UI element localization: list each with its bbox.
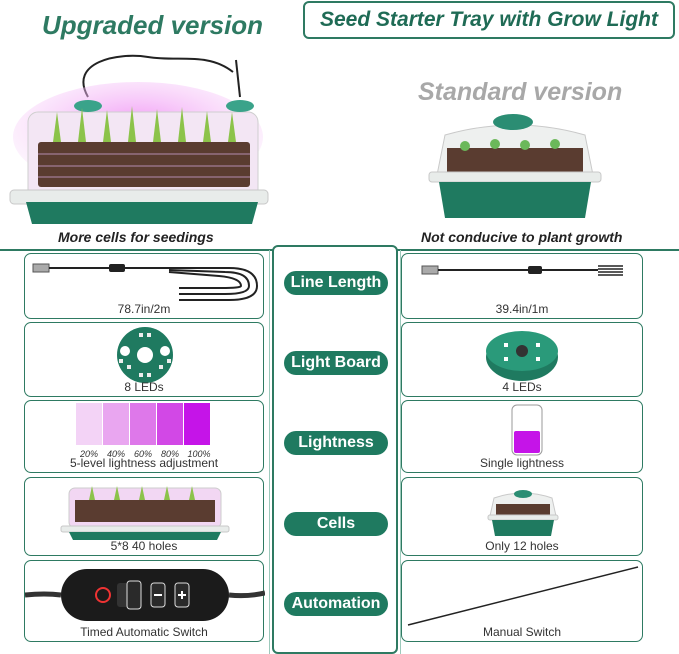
tray-40-cells-icon — [60, 486, 230, 540]
lightness-swatch-20 — [76, 403, 102, 445]
feature-column: Line Length Light Board Lightness Cells … — [272, 245, 398, 654]
standard-caption: Not conducive to plant growth — [421, 229, 623, 245]
right-column-divider — [400, 250, 401, 654]
single-lightness-swatch — [511, 404, 543, 456]
standard-light-board-card: 4 LEDs — [401, 322, 643, 397]
upgraded-lightness-card: 20% 40% 60% 80% 100% 5-level lightness a… — [24, 400, 264, 473]
upgraded-version-title: Upgraded version — [42, 10, 264, 40]
feature-cells: Cells — [284, 512, 388, 536]
upgraded-light-board-card: 8 LEDs — [24, 322, 264, 397]
led-board-8-icon — [117, 327, 173, 383]
feature-automation: Automation — [284, 592, 388, 616]
upgraded-line-length-card: 78.7in/2m — [24, 253, 264, 319]
upgraded-line-length-label: 78.7in/2m — [117, 302, 171, 316]
lightness-swatch-40 — [103, 403, 129, 445]
upgraded-cells-card: 5*8 40 holes — [24, 477, 264, 556]
lightness-swatch-80 — [157, 403, 183, 445]
upgraded-caption: More cells for seedings — [58, 229, 214, 245]
upgraded-automation-card: Timed Automatic Switch — [24, 560, 265, 642]
standard-version-title: Standard version — [418, 78, 623, 106]
standard-lightness-card: Single lightness — [401, 400, 643, 473]
led-board-4-icon — [486, 331, 558, 381]
lightness-level-100: 100% — [187, 449, 211, 459]
feature-light-board: Light Board — [284, 351, 388, 375]
tray-12-cells-icon — [487, 490, 559, 536]
manual-switch-icon — [407, 566, 639, 626]
upgraded-tray-image — [9, 54, 269, 224]
product-banner: Seed Starter Tray with Grow Light — [303, 1, 675, 39]
cable-icon — [32, 263, 259, 301]
standard-cells-card: Only 12 holes — [401, 477, 643, 556]
standard-line-length-label: 39.4in/1m — [495, 302, 549, 316]
lightness-swatches: 20% 40% 60% 80% 100% — [76, 403, 216, 461]
upgraded-lightness-label: 5-level lightness adjustment — [69, 456, 219, 470]
cable-short-icon — [421, 265, 623, 276]
standard-tray-image — [428, 114, 602, 218]
standard-automation-label: Manual Switch — [482, 625, 562, 639]
upgraded-light-board-label: 8 LEDs — [124, 380, 164, 394]
timer-controller-icon — [25, 569, 265, 621]
banner-title: Seed Starter Tray with Grow Light — [319, 8, 658, 31]
upgraded-automation-label: Timed Automatic Switch — [80, 625, 208, 639]
upgraded-cells-label: 5*8 40 holes — [110, 539, 178, 553]
lightness-level-40: 40% — [106, 449, 125, 459]
feature-line-length: Line Length — [284, 271, 388, 295]
standard-light-board-label: 4 LEDs — [502, 380, 542, 394]
standard-automation-card: Manual Switch — [401, 560, 643, 642]
left-column-divider — [269, 250, 270, 654]
lightness-swatch-100 — [184, 403, 210, 445]
standard-lightness-label: Single lightness — [479, 456, 565, 470]
lightness-swatch-60 — [130, 403, 156, 445]
lightness-level-20: 20% — [79, 449, 98, 459]
standard-cells-label: Only 12 holes — [485, 539, 559, 553]
feature-lightness: Lightness — [284, 431, 388, 455]
lightness-level-60: 60% — [133, 449, 152, 459]
standard-line-length-card: 39.4in/1m — [401, 253, 643, 319]
lightness-level-80: 80% — [160, 449, 179, 459]
